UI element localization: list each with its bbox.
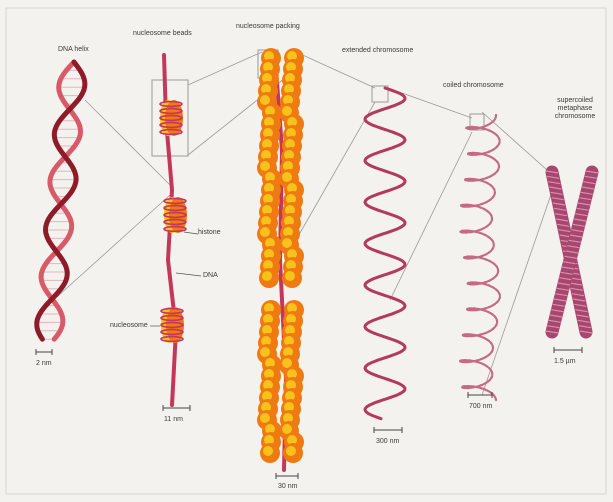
coiled-chromosome-label: coiled chromosome: [443, 82, 504, 90]
figure-frame: [6, 8, 606, 494]
dna-helix: [37, 62, 85, 339]
coiled-chromosome-fiber: [460, 115, 500, 400]
nucleosome-bead: [160, 100, 183, 136]
packed-nucleosome-highlight: [260, 95, 270, 105]
nucleosome-packing-label: nucleosome packing: [236, 23, 300, 31]
dna-helix-scale-label: 2 nm: [36, 360, 52, 367]
nucleosome-beads-scale-label: 11 nm: [164, 416, 183, 423]
supercoiled-label-line-2: metaphase: [550, 105, 600, 113]
nucleosome-packing-fiber: [257, 48, 304, 470]
guide-line: [296, 52, 375, 88]
dna-label: DNA: [203, 272, 218, 280]
extended-chromosome-scale-label: 300 nm: [376, 438, 399, 445]
packed-nucleosome-highlight: [262, 271, 272, 281]
packed-nucleosome-highlight: [282, 358, 292, 368]
packed-nucleosome-highlight: [260, 161, 270, 171]
dna-helix-label: DNA helix: [58, 46, 89, 54]
histone-pointer: [184, 232, 198, 234]
packed-nucleosome-highlight: [260, 347, 270, 357]
packed-nucleosome-highlight: [282, 238, 292, 248]
packed-nucleosome-highlight: [285, 271, 295, 281]
dna-strand: [37, 62, 85, 339]
guide-line: [188, 52, 262, 85]
packed-nucleosome-highlight: [260, 227, 270, 237]
supercoiled-chromosome-label: supercoiled metaphase chromosome: [550, 97, 600, 121]
nucleosome-packing-scale-label: 30 nm: [278, 483, 297, 490]
chromatin-fiber: [365, 88, 405, 419]
guide-line: [390, 132, 472, 300]
extended-chromosome-fiber: [365, 88, 405, 419]
nucleosome-beads-string: [150, 55, 201, 405]
histone-label: histone: [198, 229, 221, 237]
packed-nucleosome-highlight: [282, 424, 292, 434]
extended-chromosome-label: extended chromosome: [342, 47, 413, 55]
nucleosome-bead: [161, 307, 184, 343]
packed-nucleosome-highlight: [282, 172, 292, 182]
supercoiled-label-line-3: chromosome: [550, 113, 600, 121]
nucleosome-beads-label: nucleosome beads: [133, 30, 192, 38]
packed-nucleosome-highlight: [286, 446, 296, 456]
supercoiled-metaphase-chromosome: [546, 171, 598, 333]
nucleosome-label: nucleosome: [110, 322, 148, 330]
coiled-chromosome-scale-label: 700 nm: [469, 403, 492, 410]
dna-pointer: [176, 273, 201, 276]
scale-bars: [36, 347, 582, 479]
supercoiled-scale-label: 1.5 µm: [554, 358, 576, 365]
packed-nucleosome-highlight: [260, 413, 270, 423]
zoom-guide-lines: [48, 50, 556, 395]
coiled-fiber: [460, 115, 500, 400]
guide-line: [296, 102, 375, 240]
packed-nucleosome-highlight: [263, 446, 273, 456]
guide-line: [85, 100, 170, 185]
supercoiled-label-line-1: supercoiled: [550, 97, 600, 105]
packed-nucleosome-highlight: [282, 106, 292, 116]
nucleosome-bead: [164, 197, 187, 233]
